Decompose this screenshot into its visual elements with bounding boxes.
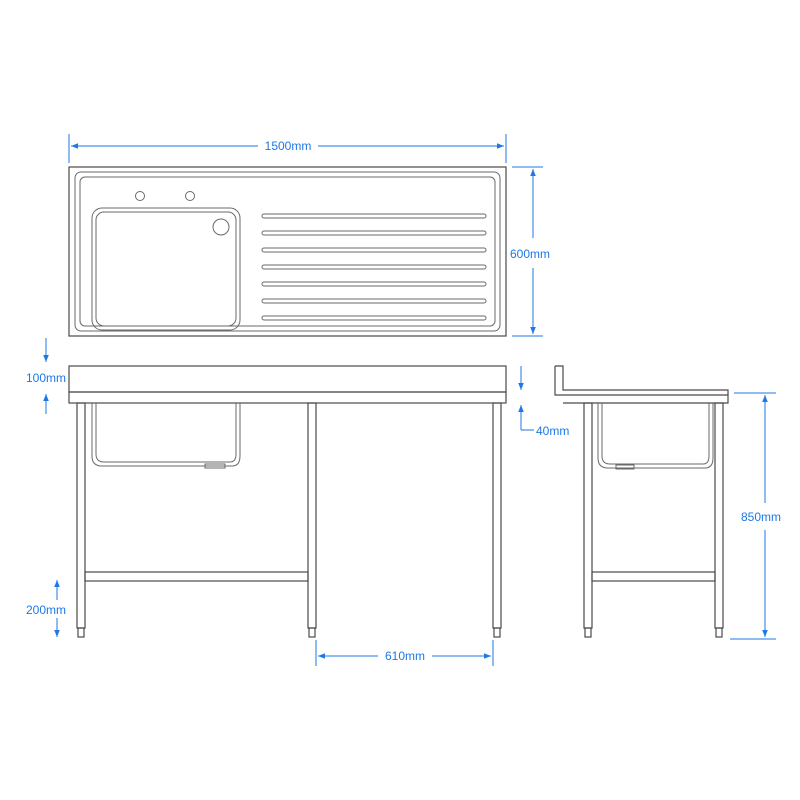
dimension-label-depth: 600mm xyxy=(510,247,550,261)
dimension-overall-height: 850mm xyxy=(730,392,781,640)
drainer-groove xyxy=(261,281,487,287)
drainer-groove xyxy=(261,247,487,253)
side-elevation xyxy=(554,365,729,638)
drainer-groove xyxy=(261,264,487,270)
sink-bowl xyxy=(91,207,241,331)
front-leg-middle xyxy=(307,402,317,629)
dimension-leg-spacing: 610mm xyxy=(315,640,494,666)
drainer-groove xyxy=(261,298,487,304)
worktop-edge xyxy=(68,391,507,404)
side-waste-outlet xyxy=(615,464,635,470)
sink-bowl-front xyxy=(91,403,241,467)
dimension-label-leg-spacing: 610mm xyxy=(385,649,425,663)
front-elevation xyxy=(68,365,507,638)
front-leg-right xyxy=(492,402,502,629)
adjustable-foot xyxy=(715,627,723,638)
splashback xyxy=(68,365,507,393)
dimension-label-height: 850mm xyxy=(741,510,781,524)
dimension-label-length: 1500mm xyxy=(265,139,312,153)
tap-hole-icon xyxy=(135,191,145,201)
adjustable-foot xyxy=(584,627,592,638)
adjustable-foot xyxy=(77,627,85,638)
side-leg-back xyxy=(583,402,593,629)
drain-outlet-icon xyxy=(212,218,230,236)
worktop-outline xyxy=(68,166,507,337)
sink-bowl-inner xyxy=(95,211,237,327)
dimension-undershelf-height: 200mm xyxy=(26,580,66,637)
dimension-label-undershelf: 200mm xyxy=(26,603,66,617)
adjustable-foot xyxy=(493,627,501,638)
worktop-inner-rim-2 xyxy=(79,176,496,327)
side-sink-bowl xyxy=(597,403,714,469)
dimension-label-worktop: 40mm xyxy=(536,424,569,438)
drainer-groove xyxy=(261,213,487,219)
dimension-overall-length: 1500mm xyxy=(68,134,507,163)
worktop-inner-rim xyxy=(74,171,501,332)
side-splashback-profile xyxy=(555,365,729,395)
dimension-label-splashback: 100mm xyxy=(26,371,66,385)
plan-view xyxy=(68,166,507,337)
front-leg-left xyxy=(76,402,86,629)
waste-outlet xyxy=(204,463,226,469)
drainer-grooves xyxy=(261,213,487,321)
side-worktop-profile xyxy=(554,366,729,404)
drainer-groove xyxy=(261,230,487,236)
side-sink-bowl-inner xyxy=(601,403,710,465)
dimension-overall-depth: 600mm xyxy=(510,166,550,337)
side-undershelf-rail xyxy=(591,571,716,582)
dimension-worktop-thickness: 40mm xyxy=(518,366,569,438)
adjustable-foot xyxy=(308,627,316,638)
dimension-splashback-height: 100mm xyxy=(26,338,66,414)
tap-hole-icon xyxy=(185,191,195,201)
undershelf-rail xyxy=(84,571,309,582)
sink-bowl-front-inner xyxy=(95,403,237,463)
side-leg-front xyxy=(714,402,724,629)
drainer-groove xyxy=(261,315,487,321)
